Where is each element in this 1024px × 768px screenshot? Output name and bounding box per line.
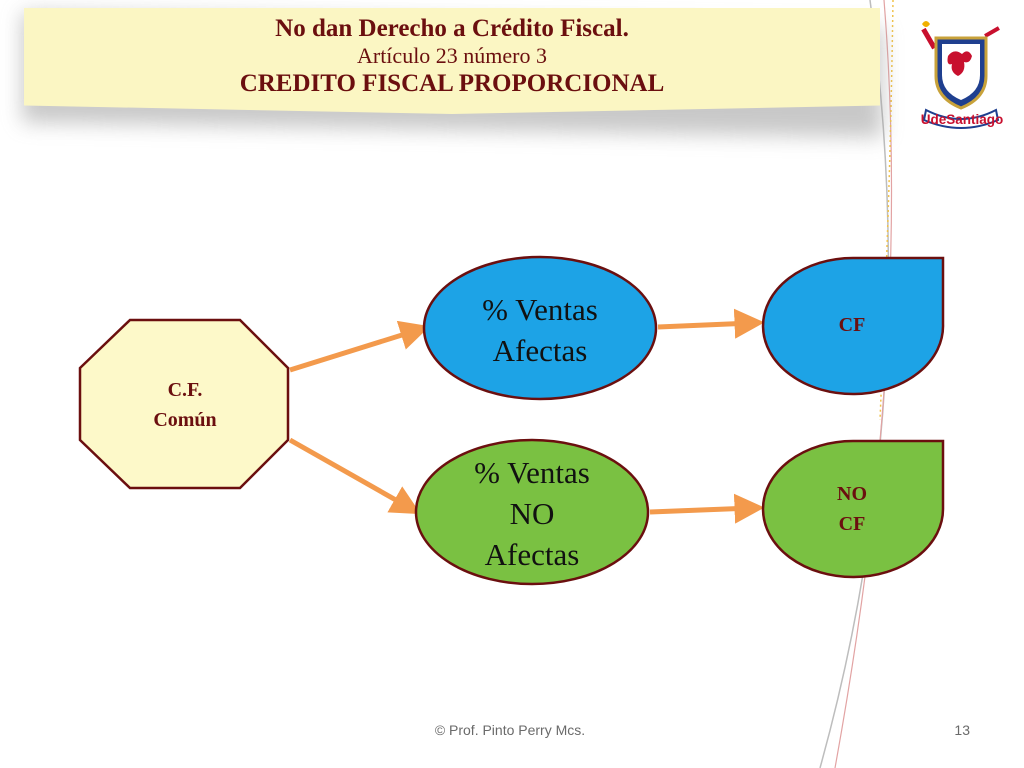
ventas-no-afectas-label: % Ventas NO Afectas bbox=[432, 452, 632, 575]
arrow-no-afectas-to-no-cf bbox=[649, 493, 765, 524]
source-octagon bbox=[78, 318, 290, 490]
ventas-no-afectas-line-3: Afectas bbox=[484, 537, 580, 572]
ventas-no-afectas-line-2: NO bbox=[509, 496, 555, 531]
arrow-source-to-no-afectas bbox=[288, 437, 421, 515]
title-line-3: CREDITO FISCAL PROPORCIONAL bbox=[239, 70, 665, 97]
cf-teardrop bbox=[761, 256, 945, 396]
cf-label: CF bbox=[838, 314, 866, 336]
logo-wordmark: UdeSantiago bbox=[920, 112, 1004, 127]
no-cf-label-line-1: NO bbox=[837, 483, 867, 505]
no-cf-label-line-2: CF bbox=[838, 513, 866, 535]
title-line-1: No dan Derecho a Crédito Fiscal. bbox=[275, 15, 629, 42]
title-banner: No dan Derecho a Crédito Fiscal. Artícul… bbox=[24, 8, 880, 114]
ventas-no-afectas-oval bbox=[414, 438, 650, 586]
no-cf-teardrop bbox=[761, 439, 945, 579]
university-crest-logo bbox=[921, 21, 1000, 129]
source-label-line-1: C.F. bbox=[167, 379, 203, 401]
source-label-line-2: Común bbox=[153, 409, 217, 431]
ventas-afectas-label: % Ventas Afectas bbox=[440, 289, 640, 371]
no-cf-label: NO CF bbox=[802, 479, 902, 539]
arrow-source-to-afectas bbox=[289, 320, 430, 373]
page-number: 13 bbox=[954, 722, 970, 738]
footer-credit: © Prof. Pinto Perry Mcs. bbox=[434, 722, 586, 738]
source-label: C.F. Común bbox=[120, 375, 250, 435]
ventas-afectas-oval bbox=[422, 255, 658, 401]
ventas-afectas-line-1: % Ventas bbox=[482, 292, 598, 327]
ventas-no-afectas-line-1: % Ventas bbox=[474, 455, 590, 490]
ventas-afectas-line-2: Afectas bbox=[492, 333, 588, 368]
title-line-2: Artículo 23 número 3 bbox=[356, 43, 548, 68]
arrow-afectas-to-cf bbox=[657, 308, 765, 339]
